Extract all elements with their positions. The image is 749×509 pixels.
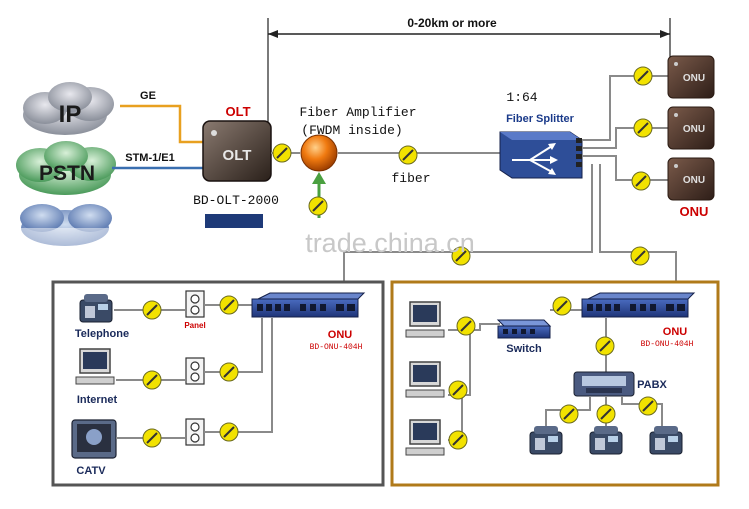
top-onu-1[interactable] (667, 55, 715, 99)
olt-base (205, 214, 263, 228)
pabx-label: PABX (637, 379, 667, 391)
panel-onu-connector (219, 295, 239, 315)
catv-panel[interactable] (185, 418, 205, 446)
right-onu-device[interactable] (581, 292, 695, 318)
internet-label: Internet (77, 394, 118, 406)
pabx-device[interactable] (573, 371, 635, 397)
top-onu-3[interactable] (667, 157, 715, 201)
ge-label: GE (140, 90, 156, 102)
internet-panel[interactable] (185, 357, 205, 385)
olt-label: OLT (225, 104, 250, 119)
distance-dimension (267, 18, 671, 124)
catv-onu-connector (219, 422, 239, 442)
right-pc-1[interactable] (405, 301, 445, 338)
fiber-amplifier[interactable] (300, 134, 338, 172)
watermark: trade.china.cn (305, 228, 475, 258)
panel-device[interactable] (185, 290, 205, 318)
pstn-cloud-label: PSTN (39, 162, 95, 185)
switch-device[interactable] (496, 319, 552, 339)
olt-model: BD-OLT-2000 (193, 193, 279, 208)
amplifier-label-2: (FWDM inside) (301, 123, 402, 138)
onu2-connector (633, 118, 653, 138)
distance-label: 0-20km or more (407, 16, 497, 30)
switch-label: Switch (506, 343, 542, 355)
pstn-cloud (16, 141, 116, 195)
phone1-connector (559, 404, 579, 424)
split-ratio: 1:64 (506, 90, 537, 105)
ge-link (120, 104, 215, 144)
top-onu-label: ONU (680, 204, 709, 219)
catv-icon[interactable] (71, 419, 117, 459)
top-onu-2[interactable] (667, 106, 715, 150)
onu1-connector (633, 66, 653, 86)
left-onu-label: ONU (328, 329, 353, 341)
ip-phone-2-icon[interactable] (589, 425, 623, 455)
onu-pabx-connector (595, 336, 615, 356)
olt-device[interactable] (202, 120, 272, 182)
olt-device-text: OLT (223, 147, 252, 164)
fiber-connector (398, 145, 418, 165)
right-onu-model: BD-ONU-404H (641, 340, 694, 349)
phone3-connector (638, 396, 658, 416)
splitter-label: Fiber Splitter (506, 113, 575, 125)
pc3-connector (448, 430, 468, 450)
ip-phone-3-icon[interactable] (649, 425, 683, 455)
left-onu-device[interactable] (251, 292, 365, 318)
telephone-connector (142, 300, 162, 320)
internet-connector (142, 370, 162, 390)
onu3-connector (631, 171, 651, 191)
top-onu-3-text: ONU (683, 175, 705, 186)
amplifier-input-arrow (312, 172, 326, 184)
right-onu-label: ONU (663, 326, 688, 338)
ip-phone-1-icon[interactable] (529, 425, 563, 455)
right-pc-2[interactable] (405, 361, 445, 398)
phone2-connector (596, 404, 616, 424)
telephone-label: Telephone (75, 328, 129, 340)
left-onu-model: BD-ONU-404H (310, 343, 363, 352)
internet-pc-icon[interactable] (75, 348, 115, 385)
ip-cloud (23, 82, 114, 135)
splitter-ports (576, 138, 582, 167)
fiber-splitter[interactable] (499, 131, 583, 179)
top-onu-1-text: ONU (683, 73, 705, 84)
right-pc-3[interactable] (405, 419, 445, 456)
top-onu-2-text: ONU (683, 124, 705, 135)
internet-onu-connector (219, 362, 239, 382)
switch-onu-connector (552, 296, 572, 316)
amplifier-label-1: Fiber Amplifier (299, 105, 416, 120)
right-drop-connector (630, 246, 650, 266)
catv-label: CATV (76, 465, 106, 477)
catv-connector (142, 428, 162, 448)
olt-connector (272, 143, 292, 163)
stm-label: STM-1/E1 (125, 152, 175, 164)
panel-label: Panel (184, 321, 205, 330)
third-cloud (20, 204, 130, 246)
telephone-icon[interactable] (79, 293, 113, 323)
pc1-connector (456, 316, 476, 336)
fiber-label: fiber (391, 171, 430, 186)
pc2-connector (448, 380, 468, 400)
ip-cloud-label: IP (59, 101, 82, 128)
amplifier-input-connector (308, 196, 328, 216)
